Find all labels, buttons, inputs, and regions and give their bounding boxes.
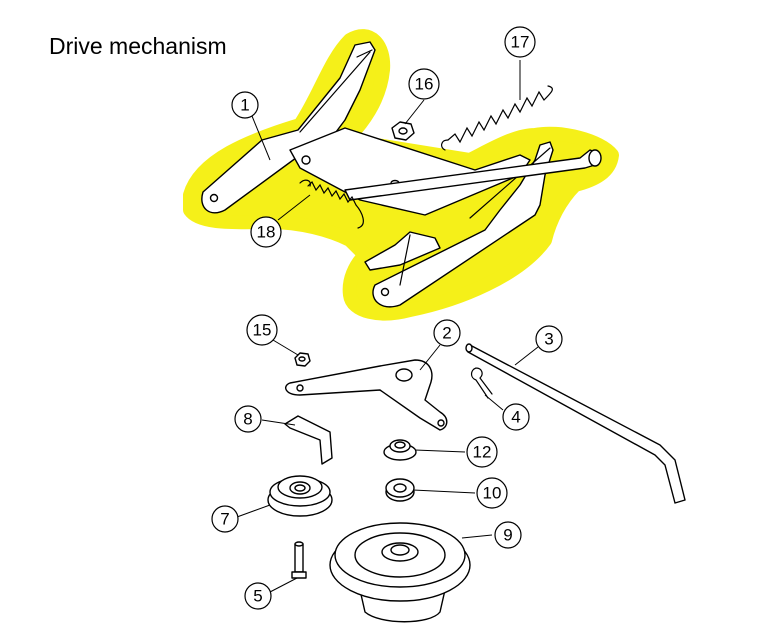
callout-16: 16 (408, 68, 440, 100)
callout-17: 17 (504, 26, 536, 58)
callout-3: 3 (535, 325, 563, 353)
bearing-10 (385, 478, 415, 502)
callout-8: 8 (234, 405, 262, 433)
callout-1: 1 (231, 91, 259, 119)
hairpin-clip (470, 367, 493, 399)
frame-assembly (201, 41, 602, 308)
rod-3 (465, 343, 686, 504)
bracket-8 (284, 415, 333, 465)
callout-15: 15 (246, 314, 278, 346)
nut-16 (391, 121, 415, 141)
spring-long (441, 85, 553, 151)
callout-2: 2 (433, 319, 461, 347)
bushing-12 (383, 439, 417, 461)
callout-label: 18 (257, 223, 276, 242)
bolt-5 (291, 541, 307, 579)
callout-label: 5 (253, 587, 262, 606)
callout-label: 16 (415, 75, 434, 94)
callout-label: 10 (483, 484, 502, 503)
pulley-large (329, 522, 471, 623)
callout-label: 1 (240, 96, 249, 115)
callout-5: 5 (244, 582, 272, 610)
callout-4: 4 (502, 403, 530, 431)
callout-label: 7 (220, 510, 229, 529)
callout-label: 17 (511, 33, 530, 52)
callout-label: 8 (243, 410, 252, 429)
pulley-small (267, 475, 333, 517)
callout-label: 12 (473, 443, 492, 462)
callout-label: 4 (511, 408, 520, 427)
nut-15 (294, 352, 311, 367)
diagram-title: Drive mechanism (49, 33, 227, 59)
leader-lines (236, 60, 539, 593)
callout-9: 9 (494, 521, 522, 549)
callout-label: 3 (544, 330, 553, 349)
callout-7: 7 (211, 505, 239, 533)
callout-label: 2 (442, 324, 451, 343)
callout-label: 9 (503, 526, 512, 545)
bracket-arm (285, 359, 448, 431)
callout-18: 18 (250, 216, 282, 248)
callout-12: 12 (466, 436, 498, 468)
callout-10: 10 (476, 477, 508, 509)
callout-label: 15 (253, 321, 272, 340)
spring-small (299, 179, 364, 229)
